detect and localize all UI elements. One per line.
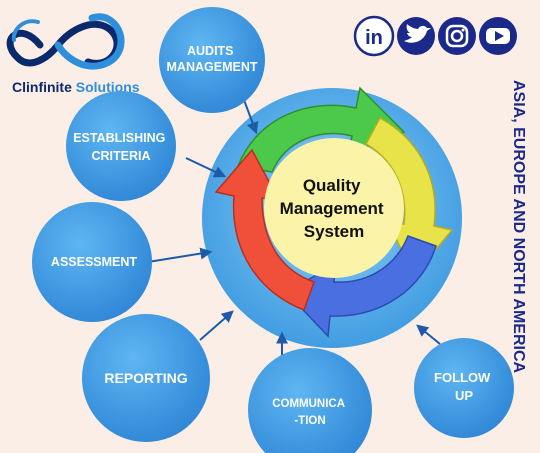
youtube-icon[interactable]	[479, 17, 517, 55]
bubble-criteria-line-1: ESTABLISHING	[73, 131, 165, 145]
connector-arrow-criteria	[185, 157, 227, 178]
infinity-logo-icon	[6, 13, 125, 70]
svg-text:ESTABLISHING CRITERIA: ESTABLISHING CRITERIA	[73, 131, 169, 163]
brand-name-part2: Solutions	[72, 79, 140, 95]
brand-name-part1: Clinfinite	[12, 79, 72, 95]
qms-title: Quality Management System	[280, 176, 389, 241]
linkedin-icon[interactable]: in	[353, 15, 395, 57]
bubble-followup-line-1: FOLLOW	[434, 370, 491, 385]
red-cycle-arrow	[214, 148, 315, 311]
twitter-icon[interactable]	[397, 17, 435, 55]
qms-title-line-2: Management	[280, 199, 384, 218]
region-side-text: ASIA, EUROPE AND NORTH AMERICA	[510, 80, 527, 373]
svg-text:ASSESSMENT: ASSESSMENT	[51, 255, 137, 269]
svg-text:REPORTING: REPORTING	[104, 370, 187, 386]
bubble-communication: COMMUNICA -TION	[248, 348, 372, 453]
connector-arrow-audits	[243, 99, 259, 135]
qms-center-circle	[264, 138, 404, 278]
bubble-communication-line-1: COMMUNICA	[272, 398, 345, 410]
bubble-follow-up: FOLLOW UP	[414, 338, 514, 438]
bubble-audits-management: AUDITS MANAGEMENT	[159, 7, 265, 113]
bubble-establishing-criteria: ESTABLISHING CRITERIA	[66, 91, 176, 201]
linkedin-glyph: in	[365, 27, 383, 49]
svg-text:AUDITS MANAGEMENT: AUDITS MANAGEMENT	[167, 44, 258, 74]
bubble-reporting-label: REPORTING	[104, 370, 187, 386]
qms-title-line-3: System	[304, 222, 364, 241]
qms-title-line-1: Quality	[303, 176, 361, 195]
bubble-criteria-line-2: CRITERIA	[91, 149, 150, 163]
blue-cycle-arrow	[284, 235, 437, 338]
bubble-assessment: ASSESSMENT	[32, 202, 152, 322]
connector-arrow-followup	[416, 324, 441, 345]
bubble-audits-line-1: AUDITS	[187, 44, 234, 58]
brand-logo: Clinfinite Solutions	[6, 13, 140, 95]
cycle-arrows	[214, 86, 454, 338]
bubble-followup-line-2: UP	[455, 388, 473, 403]
connector-arrow-assessment	[147, 247, 213, 263]
connector-arrow-reporting	[199, 310, 234, 341]
green-cycle-arrow	[236, 86, 406, 173]
svg-text:FOLLOW UP: FOLLOW UP	[434, 370, 494, 403]
svg-text:Clinfinite Solutions: Clinfinite Solutions	[12, 79, 140, 95]
svg-text:COMMUNICA -TION: COMMUNICA -TION	[272, 398, 348, 427]
social-icons: in	[353, 15, 517, 57]
instagram-icon[interactable]	[438, 17, 476, 55]
bubble-communication-line-2: -TION	[294, 415, 325, 427]
bubble-audits-line-2: MANAGEMENT	[167, 60, 258, 74]
connector-arrows	[147, 99, 441, 356]
bubble-assessment-label: ASSESSMENT	[51, 255, 137, 269]
bubble-reporting: REPORTING	[82, 314, 210, 442]
